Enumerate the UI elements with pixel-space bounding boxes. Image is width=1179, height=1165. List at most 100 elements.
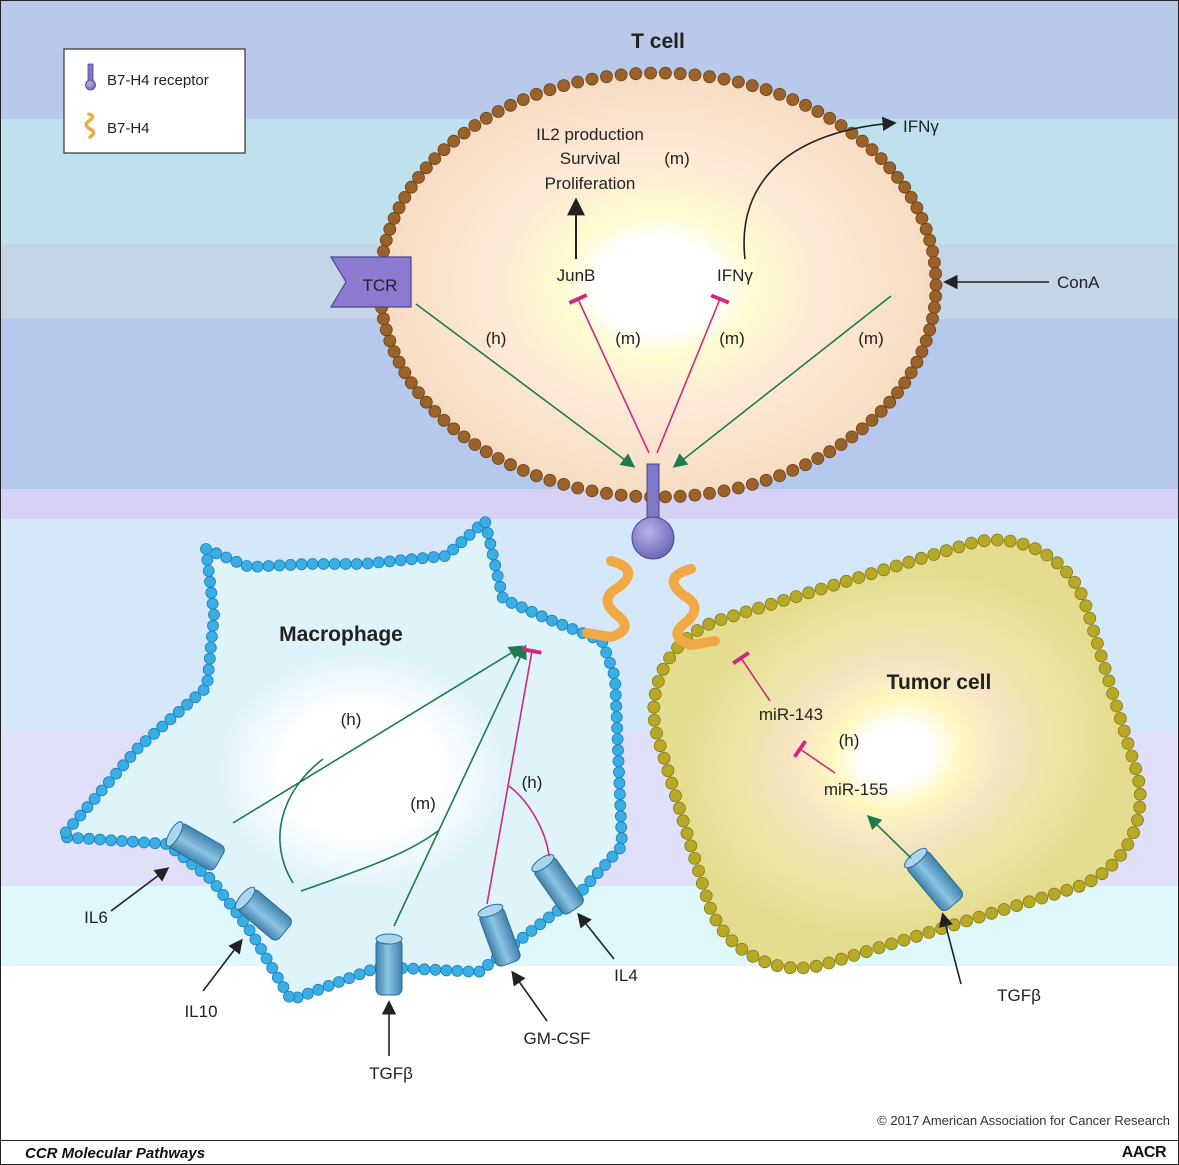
- membrane-bead: [1122, 839, 1134, 851]
- membrane-bead: [261, 953, 272, 964]
- membrane-bead: [378, 313, 390, 325]
- membrane-bead: [927, 313, 939, 325]
- membrane-bead: [608, 668, 619, 679]
- membrane-bead: [865, 568, 877, 580]
- membrane-bead: [203, 664, 214, 675]
- membrane-bead: [928, 257, 940, 269]
- membrane-bead: [420, 396, 432, 408]
- tumor-cell-title: Tumor cell: [887, 671, 992, 694]
- membrane-bead: [928, 549, 940, 561]
- tcr-arrow-species: (h): [486, 329, 507, 348]
- copyright: © 2017 American Association for Cancer R…: [877, 1113, 1170, 1128]
- ifng-inner-label: IFNγ: [717, 266, 753, 285]
- membrane-bead: [704, 487, 716, 499]
- membrane-bead: [927, 245, 939, 257]
- membrane-bead: [803, 587, 815, 599]
- membrane-bead: [823, 957, 835, 969]
- membrane-bead: [875, 405, 887, 417]
- membrane-bead: [417, 553, 428, 564]
- membrane-bead: [778, 594, 790, 606]
- ifng-inhibit-species: (m): [719, 329, 744, 348]
- membrane-bead: [920, 223, 932, 235]
- membrane-bead: [84, 833, 95, 844]
- membrane-bead: [557, 619, 568, 630]
- membrane-bead: [1041, 549, 1053, 561]
- membrane-bead: [648, 714, 660, 726]
- membrane-bead: [973, 911, 985, 923]
- membrane-bead: [474, 966, 485, 977]
- membrane-bead: [482, 528, 493, 539]
- membrane-bead: [1118, 725, 1130, 737]
- membrane-bead: [241, 561, 252, 572]
- membrane-bead: [1036, 892, 1048, 904]
- membrane-bead: [615, 489, 627, 501]
- membrane-bead: [231, 556, 242, 567]
- membrane-bead: [203, 565, 214, 576]
- membrane-bead: [732, 482, 744, 494]
- membrane-bead: [380, 234, 392, 246]
- t-cell-output-proliferation: Proliferation: [545, 174, 636, 193]
- membrane-bead: [205, 642, 216, 653]
- membrane-bead: [1134, 801, 1146, 813]
- membrane-bead: [480, 112, 492, 124]
- legend-receptor-label: B7-H4 receptor: [107, 72, 209, 89]
- membrane-bead: [1017, 538, 1029, 550]
- membrane-bead: [920, 335, 932, 347]
- membrane-bead: [252, 561, 263, 572]
- membrane-bead: [1073, 880, 1085, 892]
- membrane-bead: [846, 431, 858, 443]
- membrane-bead: [106, 835, 117, 846]
- membrane-bead: [1029, 543, 1041, 555]
- membrane-bead: [117, 836, 128, 847]
- membrane-bead: [659, 491, 671, 503]
- membrane-bead: [485, 538, 496, 549]
- membrane-bead: [601, 487, 613, 499]
- membrane-bead: [674, 68, 686, 80]
- mir155-label: miR-155: [824, 780, 888, 799]
- membrane-bead: [760, 84, 772, 96]
- membrane-bead: [378, 245, 390, 257]
- membrane-bead: [1122, 738, 1134, 750]
- membrane-bead: [649, 688, 661, 700]
- membrane-bead: [651, 727, 663, 739]
- membrane-bead: [681, 827, 693, 839]
- membrane-bead: [903, 556, 915, 568]
- membrane-bead: [930, 290, 942, 302]
- membrane-bead: [940, 545, 952, 557]
- t-cell-output-il2: IL2 production: [536, 125, 644, 144]
- membrane-bead: [689, 69, 701, 81]
- membrane-bead: [810, 960, 822, 972]
- membrane-bead: [267, 963, 278, 974]
- il10-input-label: IL10: [184, 1002, 217, 1021]
- membrane-bead: [824, 112, 836, 124]
- cona-arrow-species: (m): [858, 329, 883, 348]
- tgfb-input-label: TGFβ: [369, 1064, 413, 1083]
- membrane-bead: [536, 611, 547, 622]
- membrane-bead: [611, 701, 622, 712]
- membrane-bead: [1130, 763, 1142, 775]
- membrane-bead: [753, 602, 765, 614]
- membrane-bead: [208, 620, 219, 631]
- membrane-bead: [610, 679, 621, 690]
- membrane-bead: [469, 439, 481, 451]
- membrane-bead: [771, 960, 783, 972]
- membrane-bead: [139, 837, 150, 848]
- membrane-bead: [406, 554, 417, 565]
- membrane-bead: [612, 723, 623, 734]
- membrane-bead: [1126, 750, 1138, 762]
- membrane-bead: [662, 765, 674, 777]
- membrane-bead: [351, 559, 362, 570]
- membrane-bead: [505, 459, 517, 471]
- membrane-bead: [272, 972, 283, 983]
- membrane-bead: [915, 552, 927, 564]
- membrane-bead: [333, 977, 344, 988]
- membrane-bead: [274, 560, 285, 571]
- membrane-bead: [544, 474, 556, 486]
- membrane-bead: [428, 552, 439, 563]
- membrane-bead: [760, 474, 772, 486]
- membrane-bead: [285, 559, 296, 570]
- mir-species: (h): [839, 731, 860, 750]
- membrane-bead: [774, 88, 786, 100]
- membrane-bead: [572, 482, 584, 494]
- membrane-bead: [463, 966, 474, 977]
